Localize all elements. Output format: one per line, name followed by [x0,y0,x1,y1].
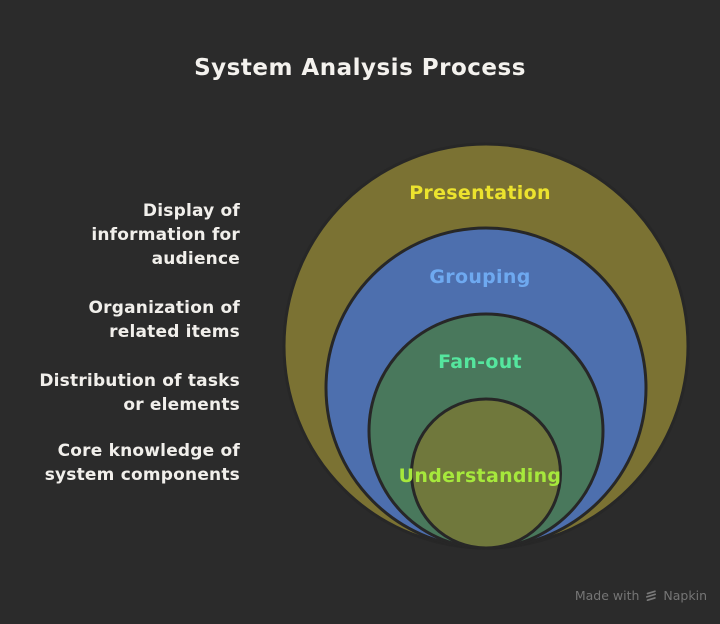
ring-label-understanding: Understanding [399,465,562,487]
ring-understanding [410,397,562,550]
description-label-presentation: Display of information for audience [91,201,240,269]
description-label-grouping: Organization of related items [88,298,240,342]
ring-label-fan-out: Fan-out [438,351,522,373]
ring-label-presentation: Presentation [409,182,551,204]
description-label-understanding: Core knowledge of system components [44,441,240,485]
description-label-fan-out: Distribution of tasks or elements [39,371,240,415]
napkin-logo-icon [646,589,657,601]
ring-label-grouping: Grouping [429,266,530,288]
napkin-credit: Made with Napkin [575,588,707,603]
brand-label: Napkin [663,588,707,603]
made-with-label: Made with [574,588,640,603]
page-title: System Analysis Process [194,55,526,81]
